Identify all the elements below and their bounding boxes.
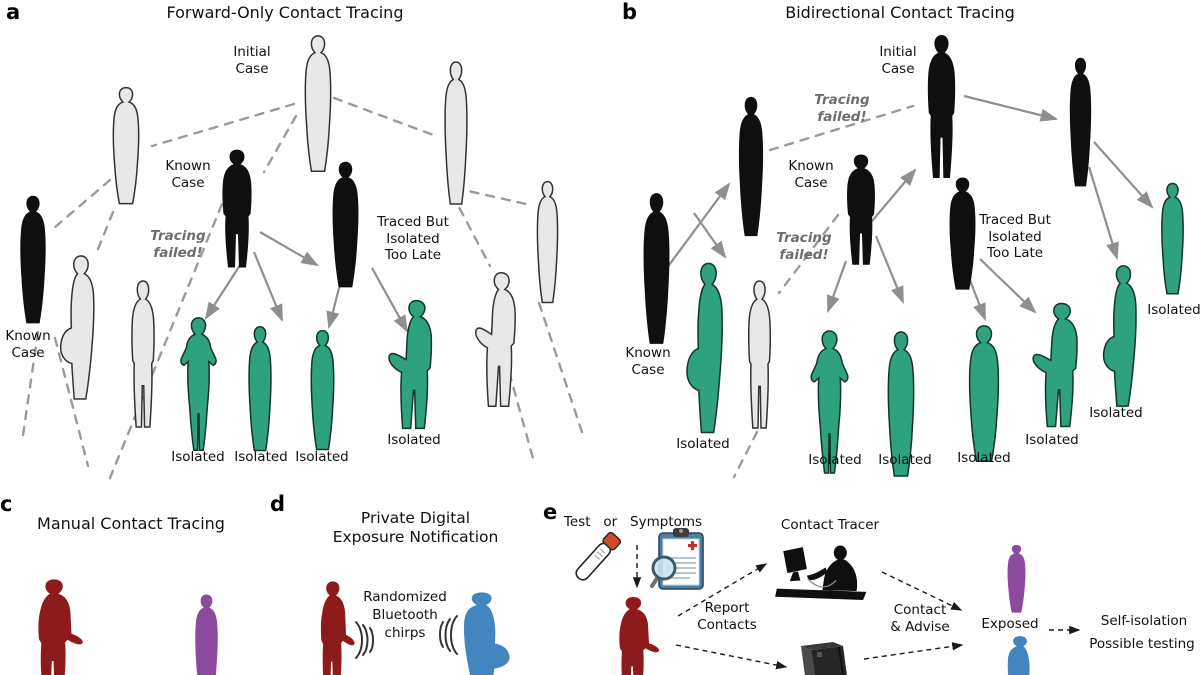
figure-isolated-bag-b xyxy=(686,262,723,433)
label-isolated-gesture-b: Isolated xyxy=(1025,432,1079,448)
label-self-isolation: Self-isolation xyxy=(1100,613,1188,629)
panel-b-dashed-lines xyxy=(732,104,915,479)
panel-e-letter: e xyxy=(543,500,558,524)
label-isolated-a3: Isolated xyxy=(295,449,349,465)
figure-known-woman-b-right xyxy=(1069,57,1092,187)
label-isolated-b1: Isolated xyxy=(808,452,862,468)
label-contact-tracer: Contact Tracer xyxy=(780,517,880,533)
figure-initial-case-a xyxy=(304,35,332,172)
symptoms-clipboard-icon xyxy=(650,528,704,590)
figure-contact-purple-c xyxy=(195,594,218,675)
figure-case-red-e xyxy=(619,597,660,675)
figure-untraced-stand-a xyxy=(131,280,155,428)
panel-b-letter: b xyxy=(622,0,638,24)
label-isolated-bag-right-b: Isolated xyxy=(1089,405,1143,421)
figure-untraced-a-right xyxy=(444,61,468,205)
figure-isolated-b3 xyxy=(969,325,999,462)
panel-c-letter: c xyxy=(0,492,13,516)
server-icon xyxy=(801,642,847,675)
figure-case-red-c xyxy=(38,579,83,675)
figure-contact-blue-d xyxy=(464,592,510,675)
label-isolated-b3: Isolated xyxy=(957,450,1011,466)
figure-known-case-woman-a-left xyxy=(20,195,46,324)
panel-b-title: Bidirectional Contact Tracing xyxy=(785,3,1015,22)
red-cross-icon xyxy=(688,541,697,551)
panel-c-title: Manual Contact Tracing xyxy=(37,514,225,533)
figure-isolated-bag-right-b xyxy=(1103,265,1137,407)
label-exposed: Exposed xyxy=(981,616,1039,632)
panel-a-letter: a xyxy=(6,0,21,24)
figure-untraced-woman-a1 xyxy=(112,87,140,204)
label-isolated-a4: Isolated xyxy=(387,432,441,448)
magnifier-icon xyxy=(650,555,677,588)
figure-untraced-arm-a xyxy=(475,272,516,407)
panel-a-title: Forward-Only Contact Tracing xyxy=(166,3,404,22)
figure-exposed-purple-e xyxy=(1007,544,1026,613)
label-isolated-b2: Isolated xyxy=(878,452,932,468)
test-swab-icon xyxy=(575,531,622,581)
figure-untraced-stand-b xyxy=(748,280,771,429)
label-possible-testing: Possible testing xyxy=(1089,636,1195,652)
label-test-or-symptoms: Test or Symptoms xyxy=(563,514,703,530)
figure-isolated-a2 xyxy=(248,326,272,451)
label-isolated-a2: Isolated xyxy=(234,449,288,465)
panel-e-dashed-arrows xyxy=(632,545,1081,670)
label-isolated-bag-b: Isolated xyxy=(676,436,730,452)
label-isolated-top-right-b: Isolated xyxy=(1147,302,1200,318)
panel-d-letter: d xyxy=(270,492,286,516)
figure-isolated-a1 xyxy=(180,317,217,451)
figure-exposed-blue-e xyxy=(1007,636,1040,675)
figure-known-woman-upper-b xyxy=(738,96,764,237)
figure-isolated-gesture-b xyxy=(1032,303,1078,427)
figure-isolated-a4 xyxy=(388,300,432,429)
figure-case-red-d xyxy=(320,581,355,675)
figure-known-case-woman-b-left xyxy=(643,193,670,344)
contact-tracer-figure xyxy=(775,545,867,600)
label-isolated-a1: Isolated xyxy=(171,449,225,465)
figure-untraced-bag-a xyxy=(60,255,95,400)
label-contact-advise: Contact& Advise xyxy=(890,602,950,635)
figure-traced-late-woman-a xyxy=(332,161,359,288)
figure-untraced-far-right-a xyxy=(537,181,558,303)
bluetooth-waves-icon xyxy=(355,615,458,659)
figure-isolated-a3 xyxy=(310,330,335,450)
figure-isolated-top-right-b xyxy=(1161,183,1184,295)
